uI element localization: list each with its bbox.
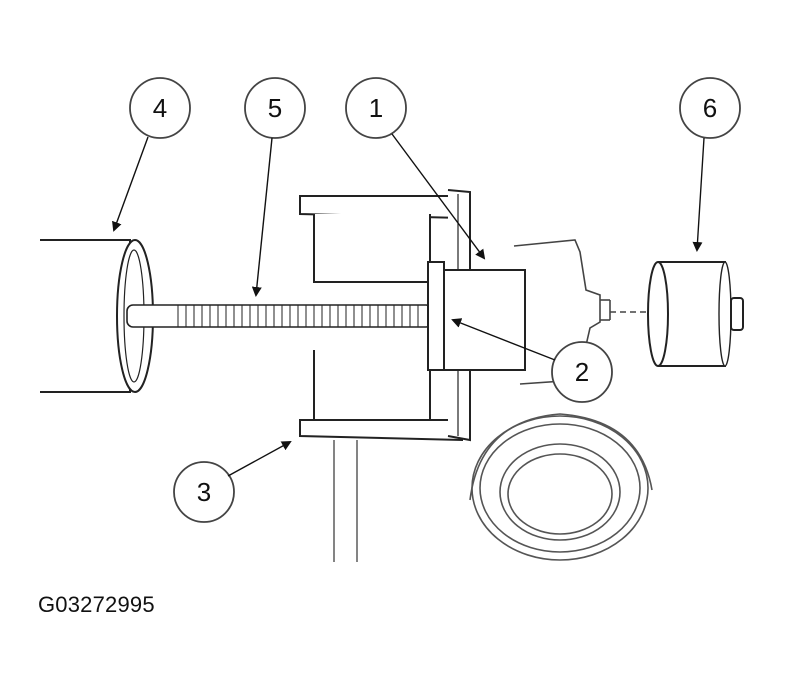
leader-lines xyxy=(112,133,705,477)
callout-2: 2 xyxy=(551,341,613,403)
callout-6-label: 6 xyxy=(703,93,717,123)
puller-cup xyxy=(427,261,526,371)
leader-1 xyxy=(391,133,486,260)
callout-3-label: 3 xyxy=(197,477,211,507)
callout-5-label: 5 xyxy=(268,93,282,123)
leader-5 xyxy=(251,137,273,297)
puller-cage xyxy=(299,189,471,442)
leader-4 xyxy=(112,136,149,232)
callout-6: 6 xyxy=(679,77,741,139)
forcing-screw xyxy=(126,304,433,328)
callout-3: 3 xyxy=(173,461,235,523)
coil-spring xyxy=(469,413,653,561)
leader-6 xyxy=(692,137,705,252)
callout-2-label: 2 xyxy=(575,357,589,387)
callout-1: 1 xyxy=(345,77,407,139)
callout-1-label: 1 xyxy=(369,93,383,123)
leader-3 xyxy=(227,441,292,477)
callout-5: 5 xyxy=(244,77,306,139)
callout-4-label: 4 xyxy=(153,93,167,123)
figure-id: G03272995 xyxy=(38,592,155,617)
leader-2 xyxy=(451,318,556,361)
callout-4: 4 xyxy=(129,77,191,139)
support-post xyxy=(333,440,358,562)
cap-bushing xyxy=(647,261,744,367)
